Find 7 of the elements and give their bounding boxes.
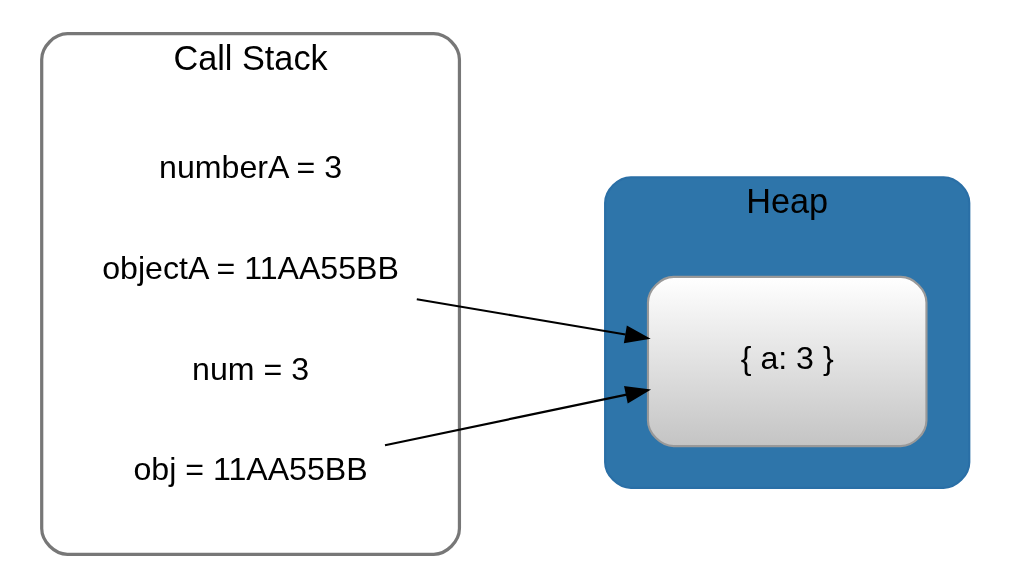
arrow: [416, 298, 651, 344]
node-text: obj = 11AA55BB: [132, 451, 368, 488]
node-box: { a: 3 }: [646, 275, 928, 448]
node-text: numberA = 3: [158, 149, 342, 186]
node-text: num = 3: [191, 350, 309, 387]
node-text: objectA = 11AA55BB: [101, 250, 399, 286]
arrow: [384, 385, 651, 447]
